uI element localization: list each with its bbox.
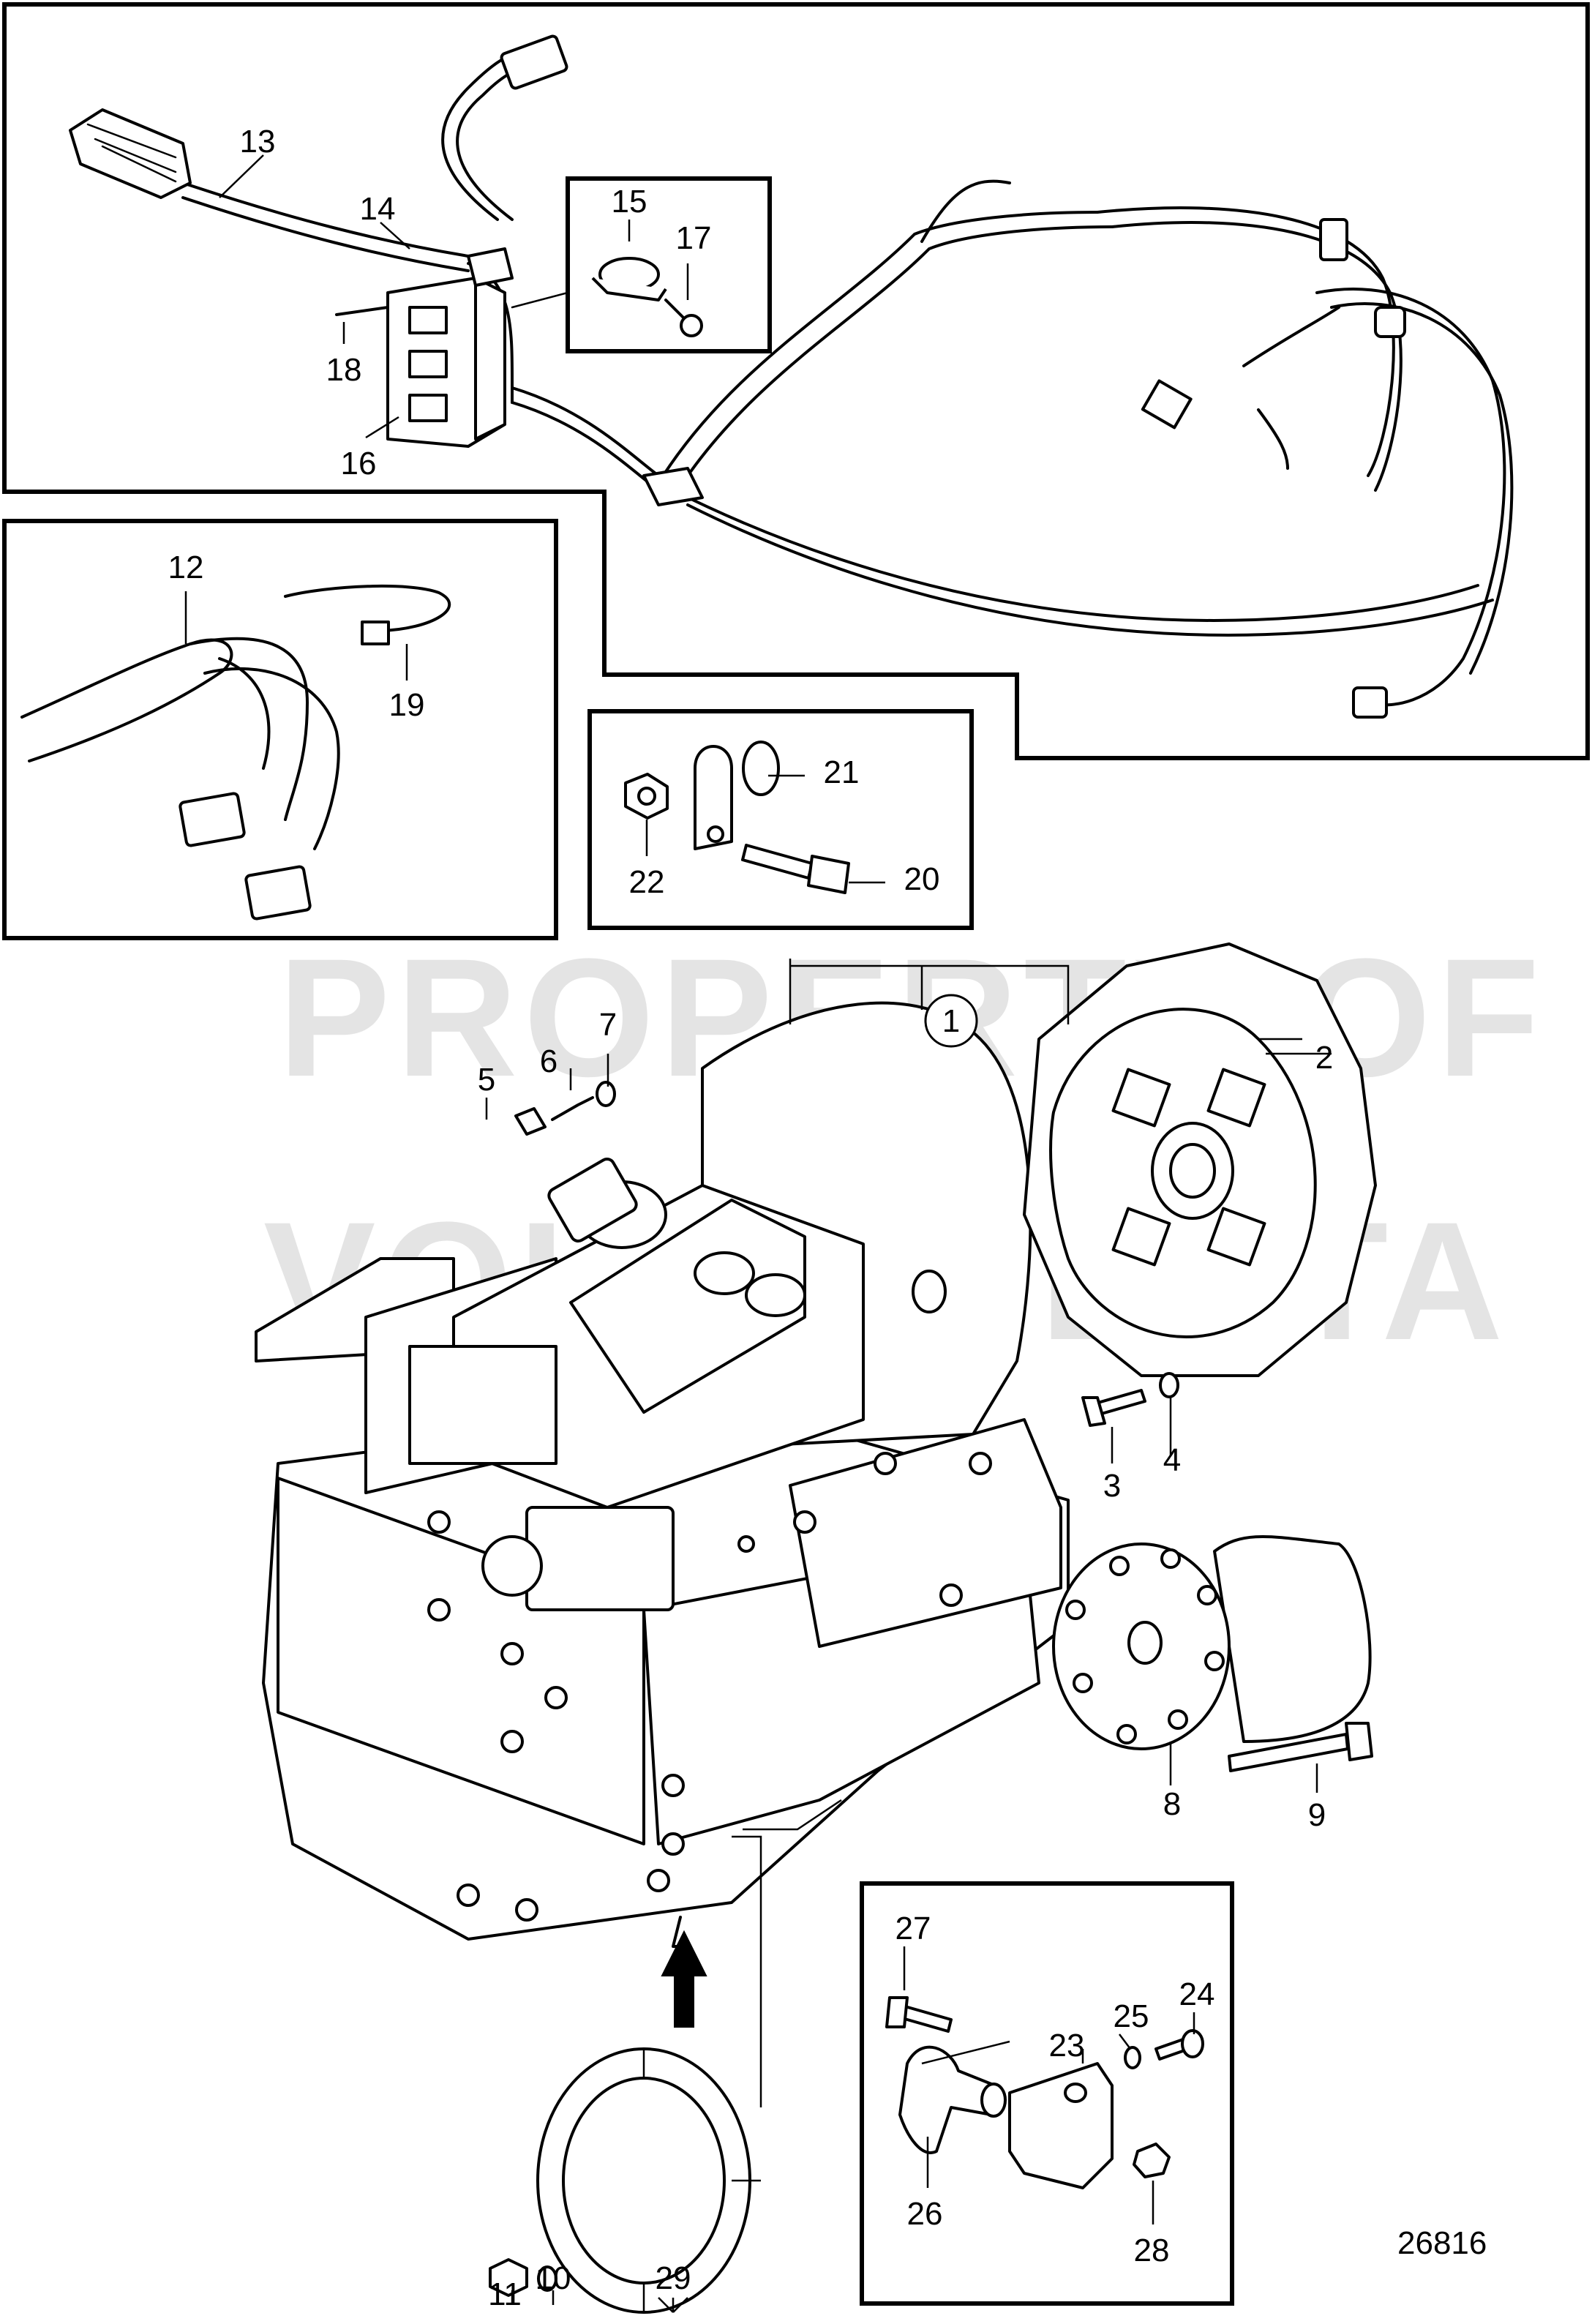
callout-24: 24 — [1179, 1976, 1215, 2012]
wiring-harness — [181, 34, 1514, 719]
clamp-panel — [587, 709, 974, 930]
harness-clip — [642, 467, 704, 506]
callout-13: 13 — [240, 124, 276, 160]
callout-21: 21 — [824, 754, 860, 790]
callout-23: 23 — [1049, 2028, 1085, 2064]
clamp-panel-border — [587, 709, 974, 930]
bolt-20 — [741, 844, 850, 894]
harness-panel-border — [2, 2, 1590, 760]
washer-25 — [1124, 2046, 1141, 2069]
callout-11: 11 — [488, 2276, 522, 2312]
cable-tie-19 — [284, 584, 451, 645]
connector-mid — [1141, 379, 1193, 430]
callouts: 1 2 3 4 5 6 7 8 9 10 11 12 13 14 15 16 1… — [168, 124, 1334, 2312]
nut-28 — [1133, 2143, 1171, 2178]
flange-2 — [1023, 942, 1377, 1377]
callout-17: 17 — [676, 220, 712, 256]
callout-7: 7 — [599, 1007, 617, 1043]
callout-5: 5 — [478, 1062, 495, 1098]
callout-25: 25 — [1114, 1998, 1149, 2034]
clamp-15 — [591, 257, 667, 301]
leader-lines — [184, 154, 1332, 2313]
screw-18 — [335, 306, 389, 316]
callout-3: 3 — [1103, 1468, 1121, 1504]
nut-11 — [489, 2258, 528, 2297]
bolt-9 — [1228, 1722, 1373, 1772]
inset-leader-15 — [511, 291, 569, 309]
installation-arrow — [661, 1930, 707, 2028]
callout-12: 12 — [168, 550, 204, 585]
callout-26: 26 — [907, 2196, 943, 2232]
connector-b — [244, 865, 312, 921]
output-flange-8 — [1052, 1535, 1372, 1750]
gearbox-bolts — [427, 1452, 992, 1922]
figure-number: 26816 — [1397, 2225, 1487, 2261]
callout-28: 28 — [1134, 2233, 1170, 2268]
harness-sleeve — [20, 638, 233, 762]
relay-box — [386, 247, 514, 448]
callout-27: 27 — [896, 1911, 931, 1946]
callout-15: 15 — [612, 184, 647, 220]
nut-5 — [514, 1107, 547, 1136]
callout-16: 16 — [341, 446, 377, 481]
bracket-23 — [1008, 2062, 1114, 2189]
callout-6: 6 — [540, 1043, 557, 1079]
screw-24 — [1154, 2029, 1204, 2061]
callout-10: 10 — [536, 2260, 571, 2296]
screw-17 — [664, 299, 703, 337]
callout-29: 29 — [656, 2260, 691, 2296]
callout-14: 14 — [360, 191, 396, 227]
washer-7 — [596, 1081, 616, 1107]
callout-19: 19 — [389, 687, 425, 723]
sensor-panel-border — [860, 1881, 1234, 2306]
cable-tie-panel-border — [2, 519, 558, 940]
harness-panel — [2, 2, 1590, 760]
connector-branch — [1374, 306, 1406, 338]
gearbox — [255, 1001, 1070, 1948]
washer-10 — [537, 2265, 557, 2292]
speed-sensor-26 — [898, 2045, 1007, 2154]
callout-18: 18 — [326, 352, 362, 388]
sensor-panel — [860, 1881, 1234, 2306]
washer-4 — [1159, 1372, 1179, 1398]
connector-bottom — [1352, 686, 1388, 719]
callout-22: 22 — [629, 864, 665, 900]
callout-9: 9 — [1308, 1797, 1326, 1833]
connector-top — [500, 34, 568, 90]
callout-4: 4 — [1163, 1442, 1181, 1478]
inset-box-clamp — [566, 176, 772, 353]
callout-8: 8 — [1163, 1786, 1181, 1822]
callout-2: 2 — [1315, 1040, 1333, 1076]
callout-20: 20 — [904, 861, 940, 897]
clamp-21 — [694, 741, 780, 850]
ecu-connector — [69, 108, 192, 199]
bolt-3 — [1081, 1389, 1146, 1427]
connector-a — [179, 792, 246, 847]
connector-right — [1319, 218, 1348, 261]
sensor-ring-29 — [536, 2047, 751, 2314]
stud-6 — [551, 1096, 594, 1121]
cable-tie-panel — [2, 519, 558, 940]
screw-27 — [885, 1996, 953, 2033]
callout-1: 1 — [942, 1003, 960, 1039]
nut-22 — [624, 773, 669, 820]
callout-1-circle — [924, 994, 978, 1048]
